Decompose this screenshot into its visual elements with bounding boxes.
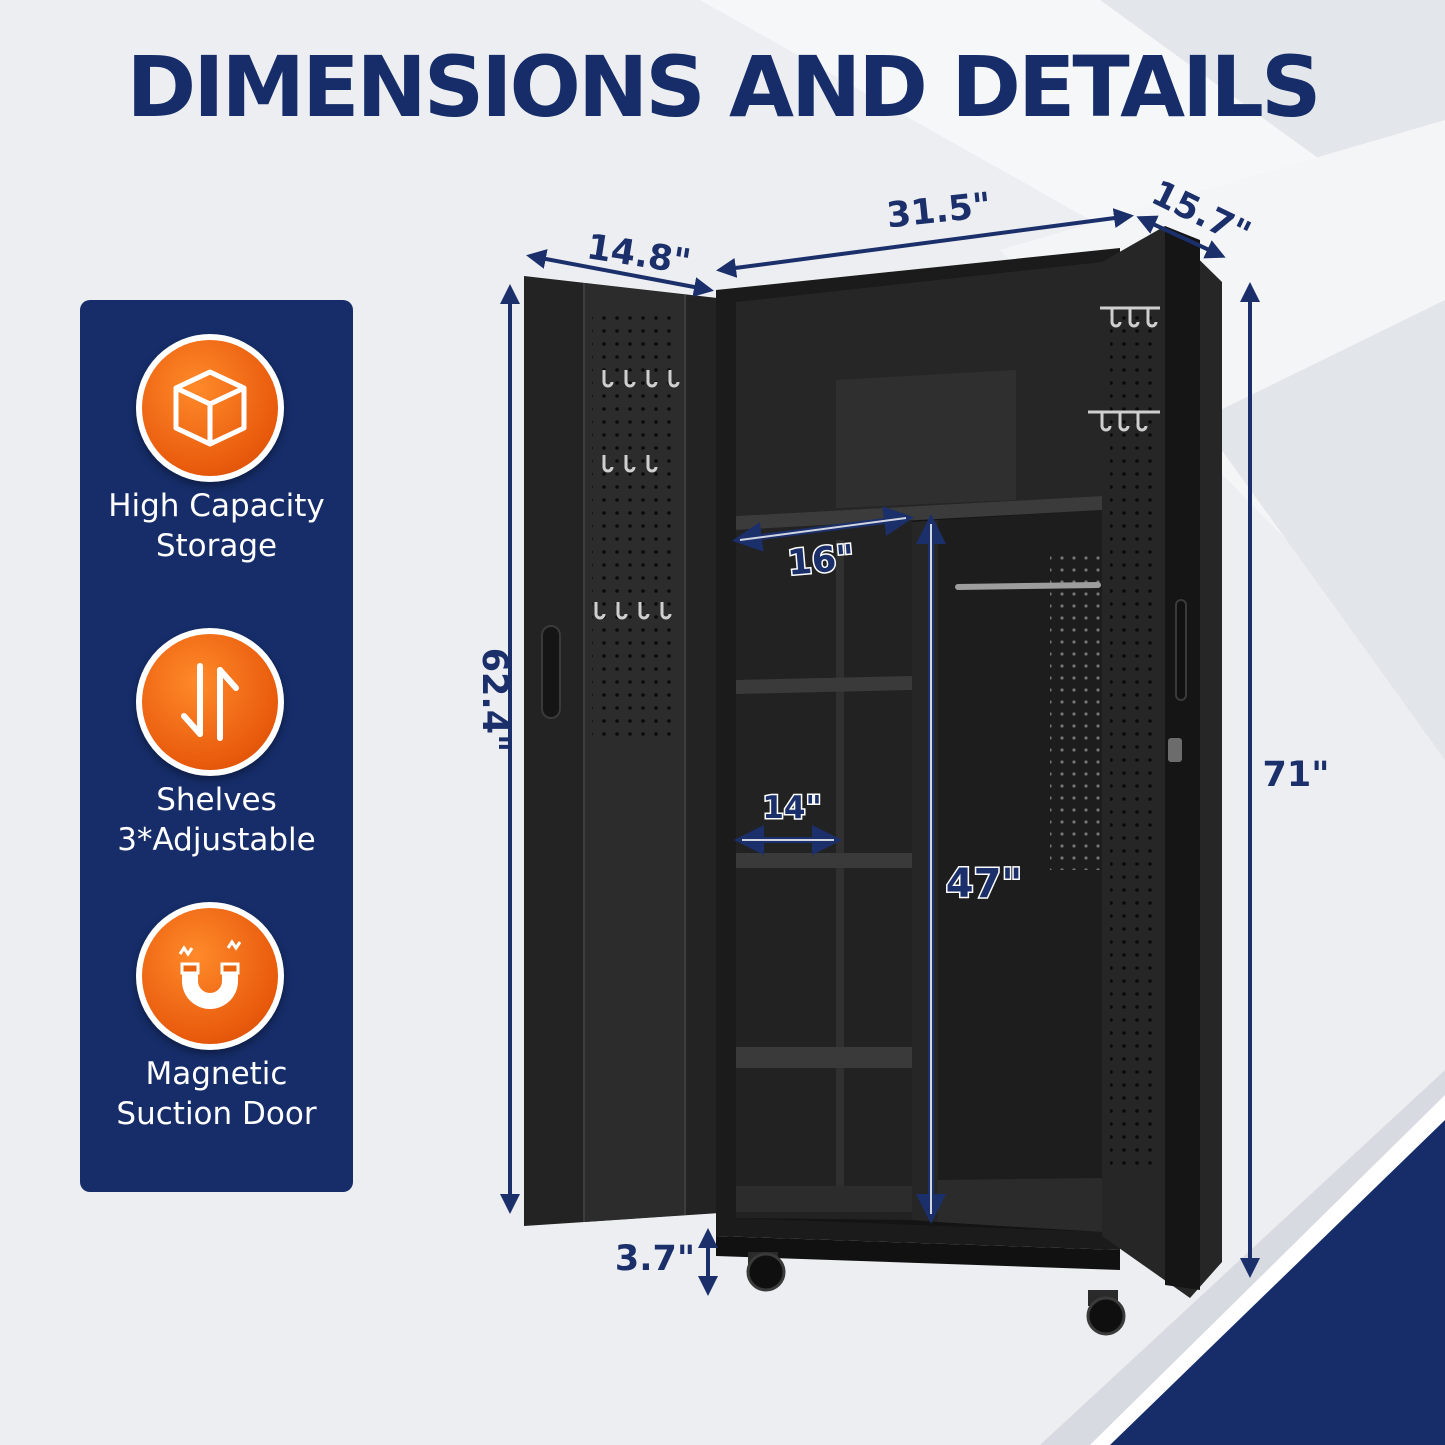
- hanging-rod: [955, 582, 1101, 590]
- dim-line-door-width: [526, 249, 714, 297]
- feature-label: Shelves 3*Adjustable: [117, 782, 316, 858]
- dim-line-depth: [1136, 215, 1226, 259]
- magnet-icon: [178, 939, 242, 1009]
- feature-badge: [136, 628, 284, 776]
- door-hooks: [594, 370, 680, 620]
- page-title: DIMENSIONS AND DETAILS: [126, 38, 1322, 136]
- right-door: [1088, 226, 1222, 1298]
- feature-label: High Capacity Storage: [108, 488, 325, 564]
- feature-badge: [136, 334, 284, 482]
- caster-wheels: [746, 1252, 1126, 1336]
- dimension-lines: [500, 208, 1260, 1296]
- dim-hanging-height: 47": [946, 861, 1023, 907]
- dim-line-cabinet-width: [716, 208, 1134, 278]
- dim-cabinet-width: 31.5": [885, 186, 993, 237]
- dim-door-height: 62.4": [474, 648, 514, 753]
- right-door-hooks: [1088, 306, 1160, 432]
- feature-badge: [136, 902, 284, 1050]
- dim-total-height: 71": [1263, 755, 1330, 795]
- dim-shelf-depth: 14": [762, 790, 821, 826]
- box-icon: [173, 369, 247, 447]
- features-panel: High Capacity Storage Shelves 3*Adjustab…: [80, 300, 353, 1192]
- dim-door-width: 14.8": [584, 227, 694, 283]
- left-door: [524, 276, 735, 1226]
- adjust-arrows-icon: [181, 663, 239, 741]
- corner-accent: [1110, 1120, 1445, 1445]
- dim-shelf-width: 16": [786, 538, 856, 584]
- dim-base-height: 3.7": [615, 1239, 695, 1279]
- door-handle: [541, 625, 561, 719]
- feature-label: Magnetic Suction Door: [116, 1056, 317, 1132]
